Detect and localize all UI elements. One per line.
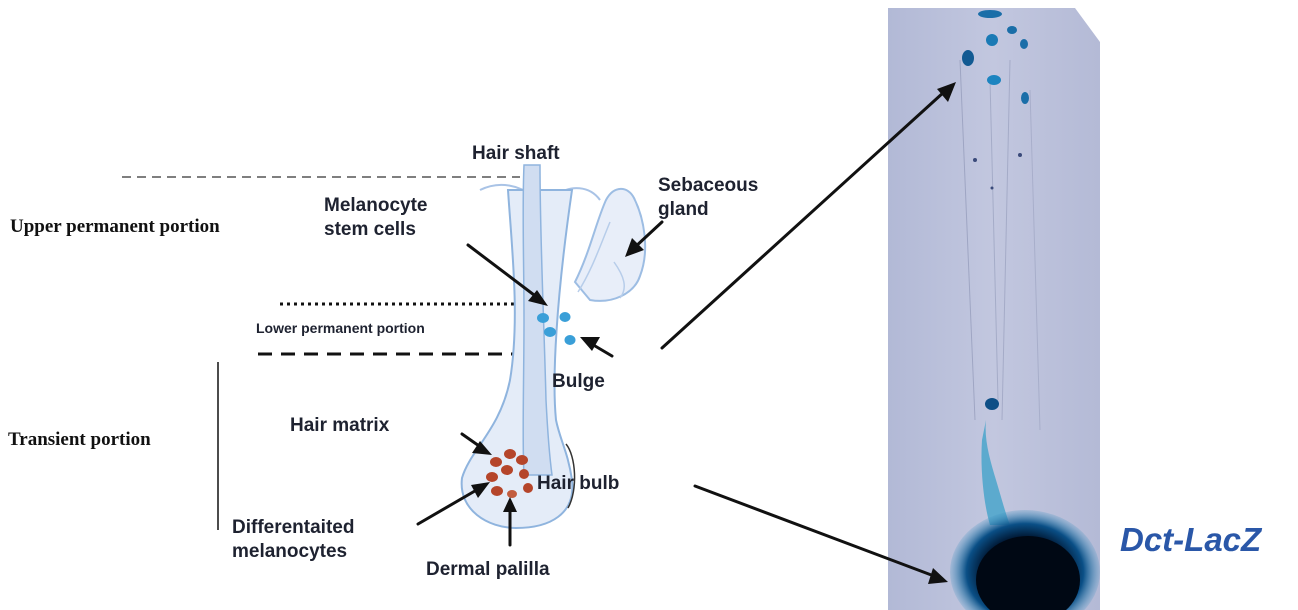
stain-spot <box>1020 39 1028 49</box>
arrow-bulge-head <box>580 337 600 351</box>
sebaceous-gland-label-line-2: gland <box>658 200 758 220</box>
melanocyte <box>516 455 528 465</box>
stain-spot <box>978 10 1002 18</box>
dermal-papilla-label: Dermal palilla <box>426 560 550 580</box>
differentiated-melanocytes-label-line-1: Differentaited <box>232 518 354 538</box>
hair-shaft-label: Hair shaft <box>472 144 560 164</box>
stem-cell <box>565 335 576 345</box>
melanocyte <box>490 457 502 467</box>
melanocyte <box>501 465 513 475</box>
melanocyte-stem-cells-label: Melanocyte stem cells <box>324 196 427 240</box>
differentiated-melanocytes-label-line-2: melanocytes <box>232 542 354 562</box>
dct-lacz-micrograph <box>888 8 1100 610</box>
dct-lacz-label: Dct-LacZ <box>1120 523 1261 558</box>
stem-cell <box>537 313 549 323</box>
melanocyte-stem-cells-label-line-2: stem cells <box>324 220 427 240</box>
melanocyte <box>504 449 516 459</box>
stain-spot <box>973 158 977 162</box>
stain-spot <box>985 398 999 410</box>
stain-spot <box>987 75 1001 85</box>
bulge-label: Bulge <box>552 372 605 392</box>
stain-spot <box>991 187 994 190</box>
hair-bulb-label: Hair bulb <box>537 474 619 494</box>
melanocyte <box>507 490 517 498</box>
melanocyte <box>491 486 503 496</box>
differentiated-melanocytes-label: Differentaited melanocytes <box>232 518 354 562</box>
melanocyte <box>523 483 533 493</box>
sebaceous-gland-label-line-1: Sebaceous <box>658 176 758 196</box>
melanocyte <box>486 472 498 482</box>
stem-cell <box>544 327 556 337</box>
melanocyte <box>519 469 529 479</box>
stain-spot <box>986 34 998 46</box>
transient-portion-label: Transient portion <box>8 430 151 450</box>
stain-spot <box>1007 26 1017 34</box>
stain-spot <box>1021 92 1029 104</box>
sebaceous-gland-label: Sebaceous gland <box>658 176 758 220</box>
lower-permanent-portion-label: Lower permanent portion <box>256 321 425 336</box>
stem-cell <box>560 312 571 322</box>
stain-spot <box>1018 153 1022 157</box>
hair-matrix-label: Hair matrix <box>290 416 389 436</box>
upper-permanent-portion-label: Upper permanent portion <box>10 217 220 237</box>
stain-spot <box>962 50 974 66</box>
melanocyte-stem-cells-label-line-1: Melanocyte <box>324 196 427 216</box>
